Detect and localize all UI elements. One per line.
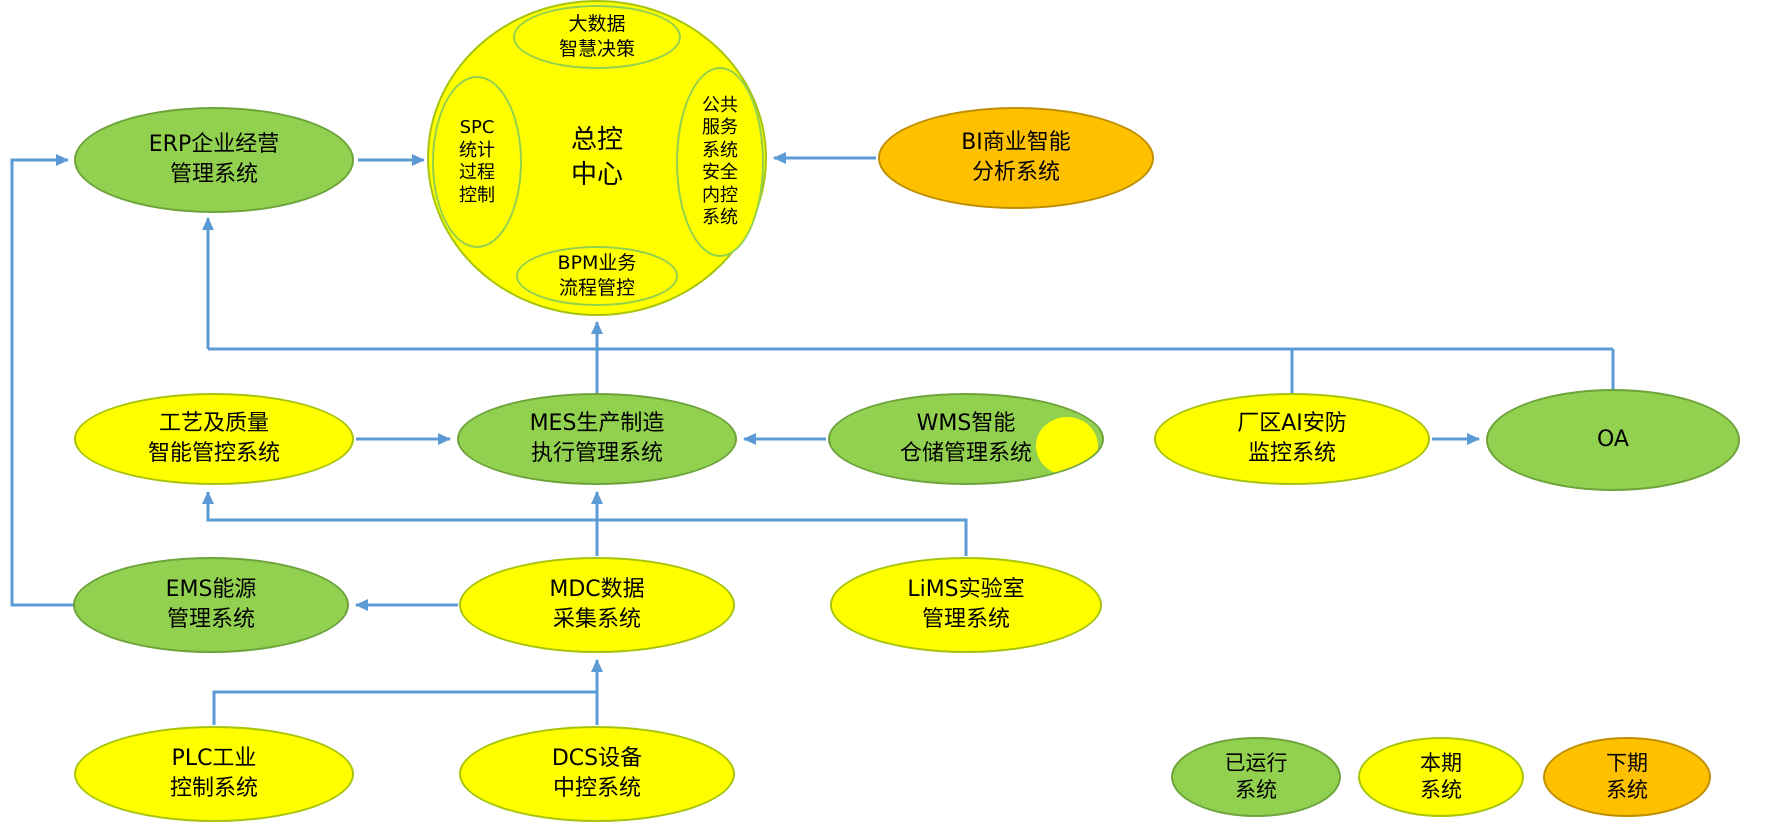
node-bigdata-decision: 大数据 智慧决策	[513, 5, 681, 69]
node-ems: EMS能源 管理系统	[73, 557, 349, 653]
node-oa: OA	[1486, 389, 1740, 491]
node-lims: LiMS实验室 管理系统	[830, 557, 1102, 653]
node-erp-label: ERP企业经营 管理系统	[148, 132, 280, 187]
node-mes-label: MES生产制造 执行管理系统	[529, 411, 665, 466]
node-spc-control: SPC 统计 过程 控制	[432, 76, 522, 248]
legend-running-system: 已运行 系统	[1171, 737, 1341, 817]
connector-plc-to-mdc	[212, 690, 597, 725]
node-bi-label: BI商业智能 分析系统	[961, 130, 1071, 185]
legend-next-phase-system: 下期 系统	[1543, 737, 1711, 817]
node-mdc: MDC数据 采集系统	[459, 557, 735, 653]
node-lims-label: LiMS实验室 管理系统	[907, 577, 1025, 632]
node-ai-security: 厂区AI安防 监控系统	[1154, 393, 1430, 485]
node-wms-label: WMS智能 仓储管理系统	[899, 411, 1032, 466]
node-dcs: DCS设备 中控系统	[459, 726, 735, 822]
node-plc-label: PLC工业 控制系统	[169, 746, 258, 801]
legend-running-system-label: 已运行 系统	[1224, 750, 1288, 802]
connector-lims-to-quality	[202, 491, 968, 556]
node-spc-control-label: SPC 统计 过程 控制	[459, 117, 495, 206]
node-quality-control-label: 工艺及质量 智能管控系统	[147, 411, 280, 466]
node-dcs-label: DCS设备 中控系统	[551, 746, 643, 801]
node-bigdata-decision-label: 大数据 智慧决策	[558, 13, 635, 60]
node-oa-label: OA	[1597, 427, 1629, 453]
legend-current-phase-system-label: 本期 系统	[1420, 750, 1462, 802]
wms-partial-yellow-patch	[1036, 417, 1098, 475]
node-wms: WMS智能 仓储管理系统	[828, 393, 1104, 485]
node-bi: BI商业智能 分析系统	[878, 107, 1154, 209]
node-bpm-process-label: BPM业务 流程管控	[557, 252, 637, 299]
legend-next-phase-system-label: 下期 系统	[1606, 750, 1648, 802]
node-erp: ERP企业经营 管理系统	[74, 107, 354, 213]
node-public-service-security: 公共 服务 系统 安全 内控 系统	[676, 67, 764, 257]
node-quality-control: 工艺及质量 智能管控系统	[74, 393, 354, 485]
node-control-center-label: 总控 中心	[570, 124, 623, 190]
node-plc: PLC工业 控制系统	[74, 726, 354, 822]
node-bpm-process: BPM业务 流程管控	[516, 246, 678, 306]
connector-ems-to-erp	[10, 154, 74, 607]
node-ems-label: EMS能源 管理系统	[165, 577, 257, 632]
node-ai-security-label: 厂区AI安防 监控系统	[1237, 411, 1347, 466]
node-mes: MES生产制造 执行管理系统	[457, 393, 737, 485]
legend-current-phase-system: 本期 系统	[1358, 737, 1524, 817]
node-public-service-security-label: 公共 服务 系统 安全 内控 系统	[702, 94, 738, 229]
node-mdc-label: MDC数据 采集系统	[549, 577, 645, 632]
